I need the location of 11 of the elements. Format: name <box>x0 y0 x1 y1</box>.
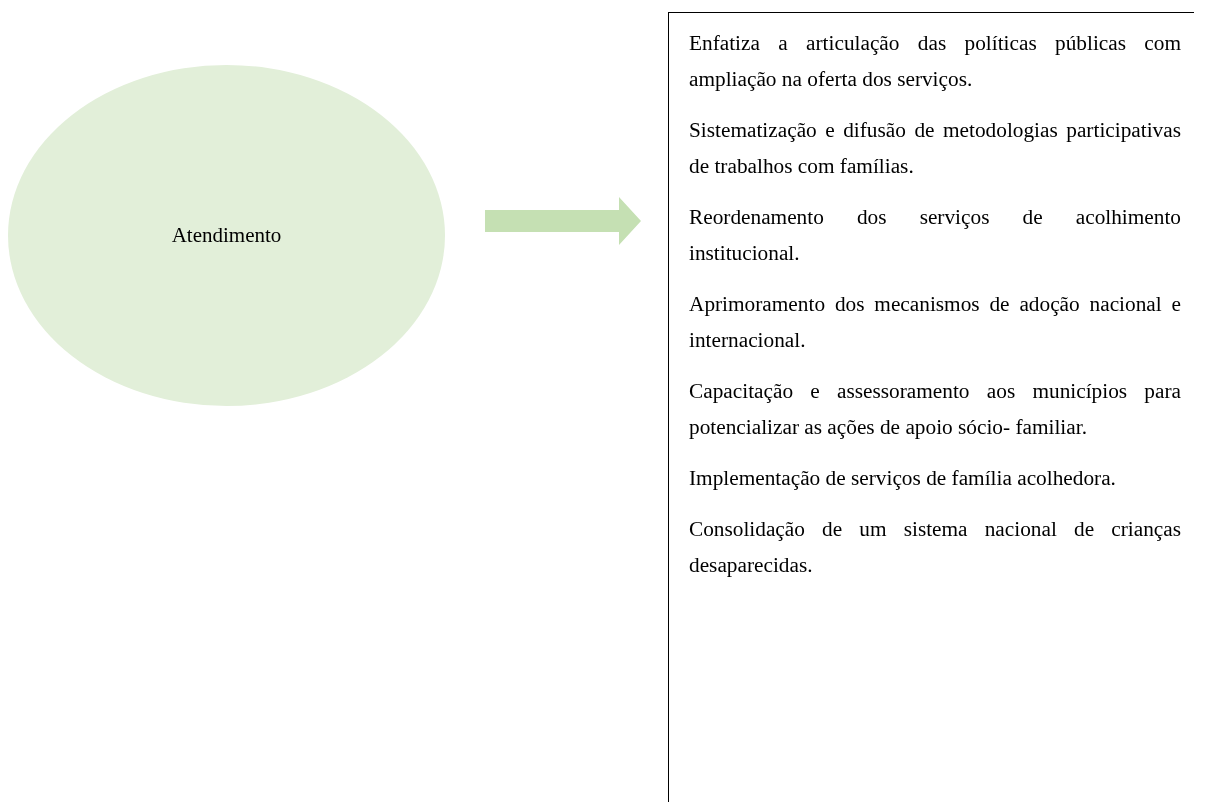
list-paragraph: Sistematização e difusão de metodologias participativas de trabalhos com famílias. <box>689 117 1181 180</box>
list-paragraph: Enfatiza a articulação das políticas públicas com ampliação na oferta dos serviços. <box>689 30 1181 93</box>
list-paragraph: Capacitação e assessoramento aos municípios para potencializar as ações de apoio sócio- familiar. <box>689 378 1181 441</box>
text-box <box>668 12 1194 802</box>
list-paragraph: Aprimoramento dos mecanismos de adoção nacional e internacional. <box>689 291 1181 354</box>
node-label: Atendimento <box>171 223 282 248</box>
block-arrow <box>485 197 641 245</box>
list-paragraph: Consolidação de um sistema nacional de crianças desaparecidas. <box>689 516 1181 579</box>
list-paragraph: Implementação de serviços de família acolhedora. <box>689 465 1117 492</box>
ellipse-shape <box>8 65 445 406</box>
list-paragraph: Reordenamento dos serviços de acolhimento institucional. <box>689 204 1181 267</box>
